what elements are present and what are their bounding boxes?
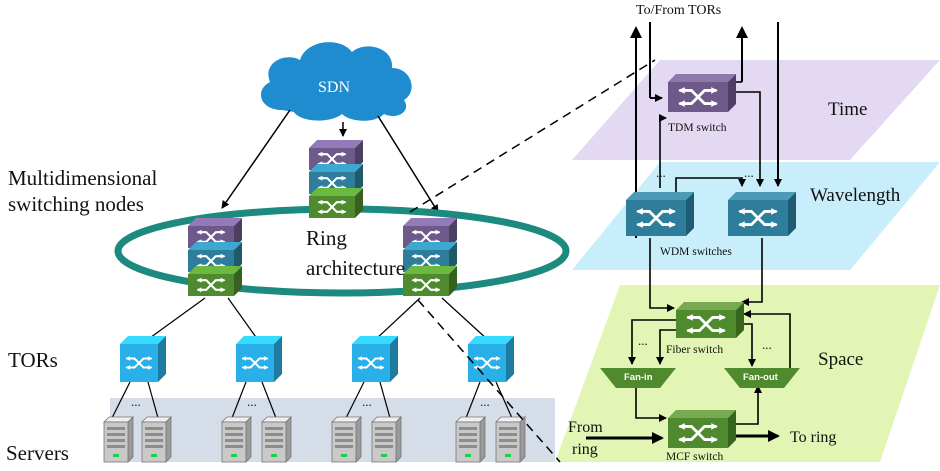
node-tor-links xyxy=(146,297,489,341)
fiber-ellipsis-right: ... xyxy=(762,337,772,352)
wdm-switch-left[interactable] xyxy=(626,192,694,236)
server-ellipsis-1: ... xyxy=(131,394,141,409)
wdm-ellipsis: ... xyxy=(656,165,666,180)
multidimensional-label-line1: Multidimensional xyxy=(8,166,158,190)
fiber-ellipsis-left: ... xyxy=(638,333,648,348)
server-ellipsis-4: ... xyxy=(480,394,490,409)
left-switching-node[interactable] xyxy=(188,218,242,296)
tors-label: TORs xyxy=(8,348,58,372)
fan-out-label: Fan-out xyxy=(743,372,778,383)
server-ellipsis-2: ... xyxy=(247,394,257,409)
mcf-switch-label: MCF switch xyxy=(666,451,724,463)
multidimensional-label-line2: switching nodes xyxy=(8,192,144,216)
fiber-switch[interactable] xyxy=(676,302,744,338)
server-ellipsis-3: ... xyxy=(362,394,372,409)
wdm-switch-right[interactable] xyxy=(728,192,796,236)
mcf-switch[interactable] xyxy=(668,410,736,448)
server-8 xyxy=(495,416,526,463)
to-ring-label: To ring xyxy=(790,429,837,446)
server-5 xyxy=(331,416,362,463)
wdm-switches-label: WDM switches xyxy=(660,246,732,258)
right-switching-node[interactable] xyxy=(403,218,457,296)
fan-in-label: Fan-in xyxy=(624,372,653,383)
center-switching-node[interactable] xyxy=(309,140,363,218)
tor-switch-4[interactable] xyxy=(468,336,514,382)
time-plane xyxy=(572,60,940,160)
from-ring-label-line2: ring xyxy=(572,441,598,458)
tdm-switch-label: TDM switch xyxy=(668,122,727,134)
sdn-label: SDN xyxy=(318,79,351,96)
space-layer-switch xyxy=(188,266,242,296)
fan-out-device[interactable] xyxy=(724,368,800,388)
ring-label-line2: architecture xyxy=(306,256,406,280)
wdm-ellipsis-2: ... xyxy=(744,165,754,180)
space-plane-label: Space xyxy=(818,349,864,370)
ring-architecture-ellipse xyxy=(114,205,570,297)
sdn-link-right xyxy=(377,115,439,213)
zoom-line-top xyxy=(409,59,656,213)
time-plane-label: Time xyxy=(828,99,868,120)
fiber-switch-label: Fiber switch xyxy=(666,344,724,356)
tor-switch-2[interactable] xyxy=(236,336,282,382)
server-7 xyxy=(455,416,486,463)
server-4 xyxy=(261,416,292,463)
fan-in-device[interactable] xyxy=(600,368,676,388)
sdn-link-left xyxy=(221,109,291,209)
ring-label-line1: Ring xyxy=(306,226,347,250)
tor-server-links xyxy=(111,381,513,419)
wavelength-plane-label: Wavelength xyxy=(810,185,901,206)
space-layer-switch xyxy=(309,188,363,218)
tor-switch-3[interactable] xyxy=(352,336,398,382)
internal-wiring xyxy=(628,81,791,425)
sdn-cloud[interactable] xyxy=(260,42,412,121)
servers-label: Servers xyxy=(6,441,69,465)
server-3 xyxy=(221,416,252,463)
space-layer-switch xyxy=(403,266,457,296)
server-2 xyxy=(141,416,172,463)
from-ring-label-line1: From xyxy=(568,419,603,436)
zoom-line-bottom xyxy=(417,299,561,463)
to-from-tors-label: To/From TORs xyxy=(636,3,722,18)
tdm-switch[interactable] xyxy=(668,74,736,112)
server-1 xyxy=(103,416,134,463)
tor-switch-1[interactable] xyxy=(120,336,166,382)
server-6 xyxy=(371,416,402,463)
